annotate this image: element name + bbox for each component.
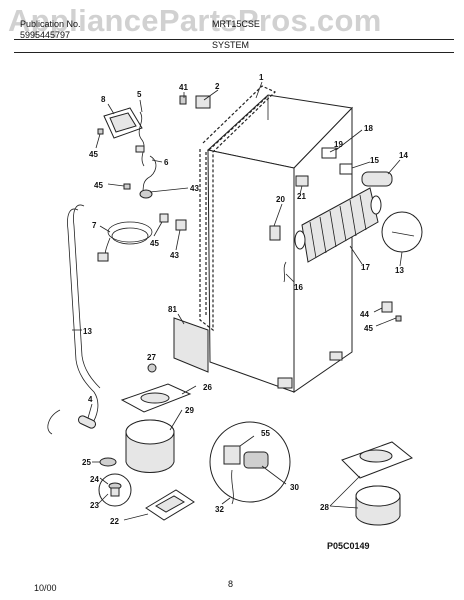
- callout-18: 18: [364, 124, 373, 133]
- callout-2: 2: [215, 82, 220, 91]
- callout-15: 15: [370, 156, 379, 165]
- callout-29: 29: [185, 406, 194, 415]
- publication-number: 5995445797: [20, 30, 71, 40]
- figure-code: P05C0149: [327, 541, 370, 551]
- callout-25: 25: [82, 458, 91, 467]
- callout-7: 7: [92, 221, 97, 230]
- detail-circle: [381, 211, 423, 253]
- section-title: SYSTEM: [212, 40, 250, 50]
- screw-41: [179, 95, 187, 105]
- grommet-25: [99, 457, 117, 467]
- control-20: [269, 225, 281, 241]
- callout-8: 8: [101, 95, 106, 104]
- screw-45b: [123, 183, 131, 190]
- callout-30: 30: [290, 483, 299, 492]
- compressor: [125, 419, 175, 473]
- wire-6: [139, 155, 157, 199]
- callout-6: 6: [164, 158, 169, 167]
- callout-20: 20: [276, 195, 285, 204]
- thermostat-21: [295, 175, 309, 187]
- callout-13-a: 13: [83, 327, 92, 336]
- filter-drier: [47, 409, 97, 435]
- drain-pan-8: [103, 107, 143, 139]
- callout-55: 55: [261, 429, 270, 438]
- screw-45a: [97, 128, 104, 135]
- callout-23: 23: [90, 501, 99, 510]
- screw-27: [147, 363, 157, 373]
- callout-45-a: 45: [89, 150, 98, 159]
- header-rule-top: [14, 39, 454, 40]
- callout-43-b: 43: [170, 251, 179, 260]
- callout-28: 28: [320, 503, 329, 512]
- wrap-condenser-coil: [199, 85, 277, 332]
- callout-4: 4: [88, 395, 93, 404]
- leader-lines: [72, 81, 403, 521]
- callout-45-c: 45: [150, 239, 159, 248]
- page-number: 8: [228, 579, 234, 589]
- clip-45c: [159, 213, 169, 223]
- base-plate-22: [145, 489, 195, 521]
- callout-27: 27: [147, 353, 156, 362]
- evaporator: [294, 187, 382, 263]
- callout-43-a: 43: [190, 184, 199, 193]
- defrost-heater: [339, 163, 393, 187]
- drain-pan-26: [120, 383, 192, 413]
- bracket-18: [321, 147, 337, 159]
- callout-81: 81: [168, 305, 177, 314]
- callout-22: 22: [110, 517, 119, 526]
- callout-24: 24: [90, 475, 99, 484]
- clamp-43: [175, 219, 187, 231]
- header-rule-bottom: [14, 52, 454, 53]
- callout-32: 32: [215, 505, 224, 514]
- callout-41: 41: [179, 83, 188, 92]
- harness-5: [135, 111, 145, 167]
- callout-17: 17: [361, 263, 370, 272]
- footer-date: 10/00: [34, 583, 57, 593]
- suction-line: [67, 204, 101, 425]
- callout-14: 14: [399, 151, 408, 160]
- compressor-assembly-28: [341, 441, 413, 526]
- callout-5: 5: [137, 90, 142, 99]
- drain-tube-16: [283, 261, 287, 283]
- callout-45-d: 45: [364, 324, 373, 333]
- callout-44: 44: [360, 310, 369, 319]
- callout-labels: 1 2 41 8 5 45 6 45 43 7 45 43 13 81 27 2…: [82, 73, 408, 526]
- relay-2: [195, 95, 211, 109]
- callout-16: 16: [294, 283, 303, 292]
- power-cord: [97, 221, 153, 262]
- publication-label: Publication No.: [20, 19, 81, 29]
- callout-19: 19: [334, 140, 343, 149]
- callout-45-b: 45: [94, 181, 103, 190]
- insulation-81: [173, 317, 209, 373]
- callout-13-b: 13: [395, 266, 404, 275]
- screw-45d: [395, 315, 402, 322]
- bracket-44: [381, 301, 393, 313]
- callout-21: 21: [297, 192, 306, 201]
- watermark: AppliancePartsPros.com: [8, 3, 382, 38]
- callout-26: 26: [203, 383, 212, 392]
- relay-overload-assembly: [209, 421, 291, 505]
- callout-1: 1: [259, 73, 264, 82]
- grommet-assembly-24: [98, 473, 132, 507]
- model-number: MRT15CSE: [212, 19, 260, 29]
